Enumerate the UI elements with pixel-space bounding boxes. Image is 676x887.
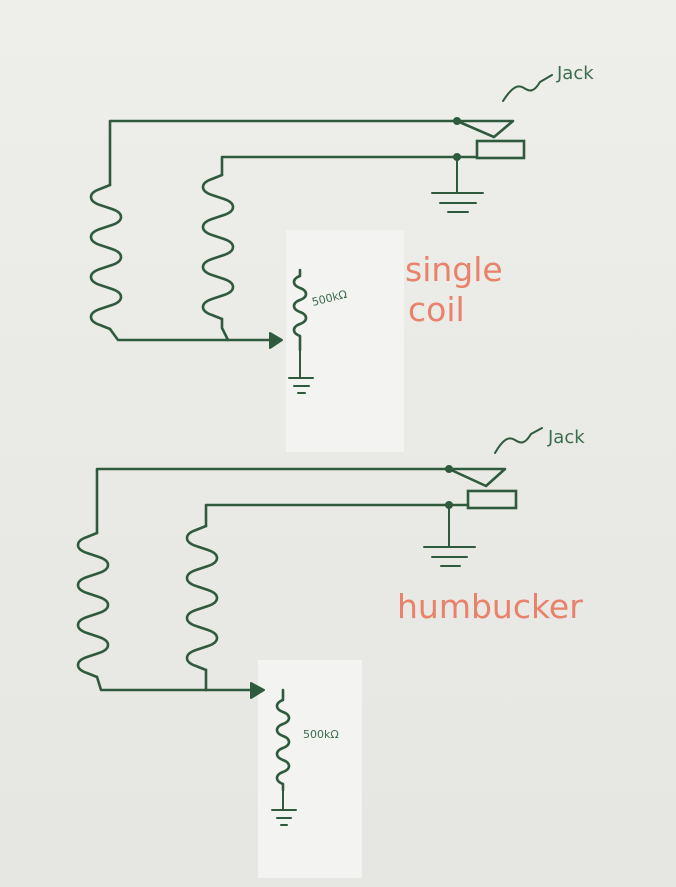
paper-patch [286,230,404,452]
jack-sleeve-icon [475,139,526,160]
pot-value-label: 500kΩ [303,728,339,741]
jack-label: Jack [547,427,585,448]
jack-pointer-squiggle [494,427,543,454]
circuit-title-line-1: single [405,250,503,289]
coil-1 [76,531,110,679]
coil-return-wire [95,675,254,692]
hot-wire [95,467,451,535]
humbucker-schematic: 500kΩ Jack humbucker [76,427,585,826]
single-coil-schematic: 500kΩ Jack single coil [89,63,594,394]
paper-patch [258,660,362,878]
jack-sleeve-icon [466,489,518,510]
potentiometer [275,688,291,792]
coil-1 [89,183,123,331]
jack-label: Jack [556,63,594,84]
pot-wiper-arrow [250,682,265,699]
jack-pointer-squiggle [502,74,553,102]
pot-wiper-arrow [269,332,283,349]
jack-tip-icon [455,119,515,139]
circuit-title-line-2: coil [408,290,465,329]
ground-symbol [431,156,484,213]
ground-wire [204,503,470,528]
pot-ground [288,349,314,394]
coil-2 [185,524,219,672]
ground-symbol [423,504,476,567]
pot-ground [271,789,297,826]
jack-tip-icon [447,467,507,488]
coil-return-wire [108,327,274,342]
coil-2-lead [220,317,230,342]
ground-wire [220,155,477,177]
hot-wire [108,119,459,187]
coil-2 [201,173,235,321]
circuit-title: humbucker [397,587,583,626]
potentiometer [292,268,308,352]
